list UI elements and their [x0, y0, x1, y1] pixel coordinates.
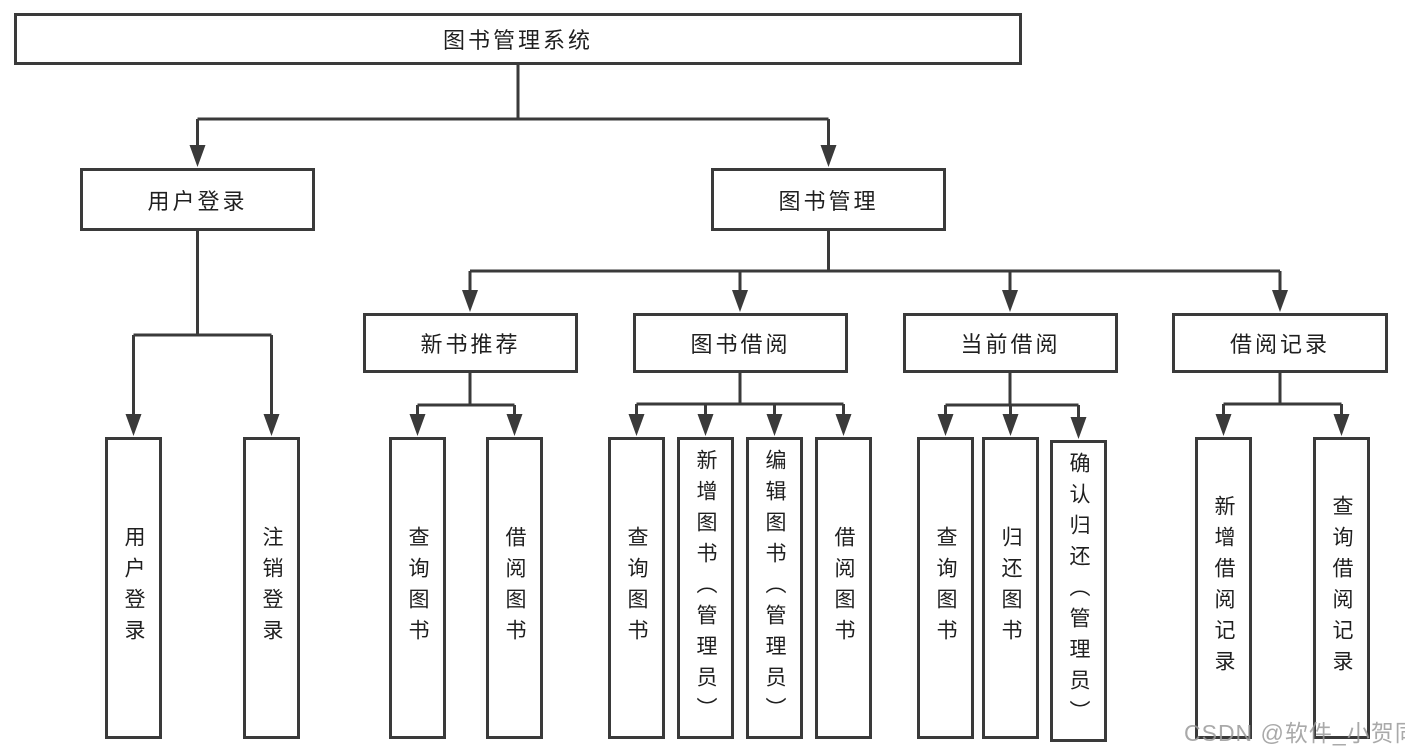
node-user-login: 用户登录 — [80, 168, 315, 231]
node-new-book-recommend: 新书推荐 — [363, 313, 578, 373]
leaf-label: 注销登录 — [260, 526, 283, 650]
arrowheads — [125, 145, 1350, 439]
leaf-label: 编辑图书（管理员） — [763, 448, 786, 728]
node-label: 用户登录 — [147, 188, 248, 214]
node-label: 当前借阅 — [960, 332, 1061, 357]
leaf-add-borrow-record: 新增借阅记录 — [1195, 437, 1252, 739]
node-root-library-management-system: 图书管理系统 — [14, 13, 1022, 65]
leaf-logout: 注销登录 — [243, 437, 300, 739]
leaf-label: 借阅图书 — [503, 526, 526, 650]
leaf-label: 新增图书（管理员） — [694, 448, 717, 728]
leaf-label: 新增借阅记录 — [1212, 495, 1235, 681]
leaf-edit-book-admin: 编辑图书（管理员） — [746, 437, 803, 739]
leaf-query-borrow-record: 查询借阅记录 — [1313, 437, 1370, 739]
leaf-query-books-borrow: 查询图书 — [608, 437, 665, 739]
leaf-label: 借阅图书 — [832, 526, 855, 650]
leaf-borrow-books: 借阅图书 — [815, 437, 872, 739]
leaf-user-login: 用户登录 — [105, 437, 162, 739]
node-label: 图书管理系统 — [442, 28, 593, 53]
leaf-label: 查询图书 — [625, 526, 648, 650]
node-current-borrow: 当前借阅 — [903, 313, 1118, 373]
node-label: 图书管理 — [778, 188, 879, 214]
leaf-query-books-recommend: 查询图书 — [389, 437, 446, 739]
leaf-label: 查询图书 — [934, 526, 957, 650]
node-borrow-records: 借阅记录 — [1172, 313, 1388, 373]
csdn-watermark: CSDN @软件_小贺同学 — [1184, 720, 1405, 746]
leaf-label: 查询图书 — [406, 526, 429, 650]
leaf-label: 归还图书 — [999, 526, 1022, 650]
leaf-label: 查询借阅记录 — [1330, 495, 1353, 681]
leaf-confirm-return-admin: 确认归还（管理员） — [1050, 440, 1107, 742]
leaf-borrow-books-recommend: 借阅图书 — [486, 437, 543, 739]
leaf-label: 确认归还（管理员） — [1067, 451, 1090, 731]
leaf-label: 用户登录 — [122, 526, 145, 650]
leaf-return-book: 归还图书 — [982, 437, 1039, 739]
node-label: 借阅记录 — [1229, 332, 1330, 357]
node-book-management: 图书管理 — [711, 168, 946, 231]
leaf-query-books-current: 查询图书 — [917, 437, 974, 739]
node-label: 新书推荐 — [420, 332, 521, 357]
node-book-borrow: 图书借阅 — [633, 313, 848, 373]
leaf-add-book-admin: 新增图书（管理员） — [677, 437, 734, 739]
node-label: 图书借阅 — [690, 332, 791, 357]
